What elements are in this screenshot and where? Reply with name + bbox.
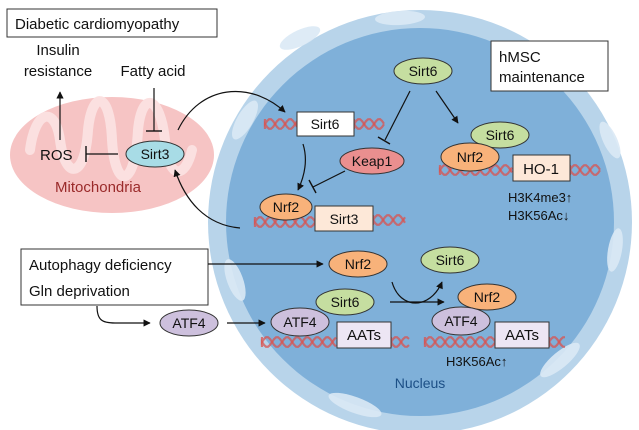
atf4-protein-right xyxy=(431,306,491,336)
dna-strand xyxy=(263,118,298,130)
sirt6-to-nrf2-arrow xyxy=(435,90,459,124)
dna-strand xyxy=(389,336,410,348)
dna-strand xyxy=(263,118,298,130)
dna-strands xyxy=(253,118,601,349)
svg-text:ATF4: ATF4 xyxy=(172,315,205,331)
nrf2-protein-ho1 xyxy=(440,142,500,172)
dna-strand xyxy=(547,336,566,348)
dna-strand xyxy=(352,118,385,130)
mitochondria xyxy=(10,96,214,213)
sirt6-protein-ho1 xyxy=(470,121,530,149)
stress-to-atf4-arrow xyxy=(96,305,151,327)
sirt6-release-arrow xyxy=(391,281,443,304)
dna-strand xyxy=(352,118,385,130)
sirt6-gene-box xyxy=(296,111,355,137)
nuclear-pores xyxy=(224,10,623,418)
sirt3-label: Sirt3 xyxy=(141,146,170,162)
dna-strand xyxy=(389,336,410,348)
atf4-protein-nucleus xyxy=(270,307,330,337)
sirt3-protein xyxy=(125,140,185,168)
svg-text:Sirt6: Sirt6 xyxy=(331,294,360,310)
h3k4me3-label: H3K4me3↑ xyxy=(508,190,572,205)
h3k56ac-down-label: H3K56Ac↓ xyxy=(508,208,569,223)
dna-strand xyxy=(423,335,496,349)
svg-text:Nrf2: Nrf2 xyxy=(457,149,484,165)
insulin-label: Insulin xyxy=(36,42,79,59)
aats-gene-box-left xyxy=(336,321,392,349)
svg-text:Sirt6: Sirt6 xyxy=(409,63,438,79)
keap1-protein xyxy=(339,147,405,175)
dna-strand xyxy=(260,335,337,349)
cristae xyxy=(25,96,197,182)
dna-strand xyxy=(547,336,566,348)
sirt3-gene-label: Sirt3 xyxy=(330,211,359,227)
aats-gene-box-right xyxy=(494,321,550,349)
keap1-inhibit-nrf2 xyxy=(312,170,346,188)
title-text: Diabetic cardiomyopathy xyxy=(15,16,180,33)
svg-text:Keap1: Keap1 xyxy=(352,153,393,169)
nrf2-protein-aats xyxy=(457,283,517,311)
svg-text:Autophagy deficiency: Autophagy deficiency xyxy=(29,257,172,274)
dna-strand xyxy=(371,214,406,226)
sirt6-gene-to-nrf2-arrow xyxy=(297,143,307,191)
svg-text:Nrf2: Nrf2 xyxy=(474,289,501,305)
svg-text:Sirt6: Sirt6 xyxy=(486,127,515,143)
stress-box xyxy=(20,248,209,306)
svg-text:AATs: AATs xyxy=(505,327,539,344)
atf4-protein-cytoplasm xyxy=(159,309,219,337)
svg-text:ATF4: ATF4 xyxy=(283,314,316,330)
sirt6-gene-label: Sirt6 xyxy=(311,116,340,132)
ho1-gene-box xyxy=(512,154,571,182)
svg-text:Nrf2: Nrf2 xyxy=(345,256,372,272)
svg-text:Gln deprivation: Gln deprivation xyxy=(29,283,130,300)
svg-text:Sirt6: Sirt6 xyxy=(436,252,465,268)
svg-text:ATF4: ATF4 xyxy=(444,313,477,329)
sirt6-protein-aats xyxy=(315,288,375,316)
dna-strand xyxy=(568,164,601,176)
dna-strand xyxy=(253,215,316,229)
svg-text:hMSC: hMSC xyxy=(499,49,541,66)
ros-label: ROS xyxy=(40,147,73,164)
h3k56ac-up-label: H3K56Ac↑ xyxy=(446,354,507,369)
svg-text:AATs: AATs xyxy=(347,327,381,344)
dna-strand xyxy=(371,214,406,226)
title-box xyxy=(6,8,218,38)
sirt6-protein-released xyxy=(420,246,480,274)
svg-text:maintenance: maintenance xyxy=(499,69,585,86)
nrf2-protein-left xyxy=(259,193,313,221)
resistance-label: resistance xyxy=(24,63,92,80)
nrf2-protein-lower xyxy=(328,250,388,278)
nucleus-label: Nucleus xyxy=(395,375,446,391)
dna-strand xyxy=(568,164,601,176)
ho1-gene-label: HO-1 xyxy=(523,161,559,178)
sirt3-gene-to-protein-arrow xyxy=(173,169,241,229)
sirt3-to-sirt6-arrow xyxy=(177,91,286,131)
hmsc-box xyxy=(490,40,609,92)
svg-text:Nrf2: Nrf2 xyxy=(273,199,300,215)
sirt3-gene-box xyxy=(314,205,374,232)
fatty-acid-label: Fatty acid xyxy=(120,63,185,80)
sirt6-protein-top xyxy=(393,57,453,85)
sirt6-inhibit-keap1 xyxy=(384,90,411,141)
mitochondria-label: Mitochondria xyxy=(55,179,142,196)
